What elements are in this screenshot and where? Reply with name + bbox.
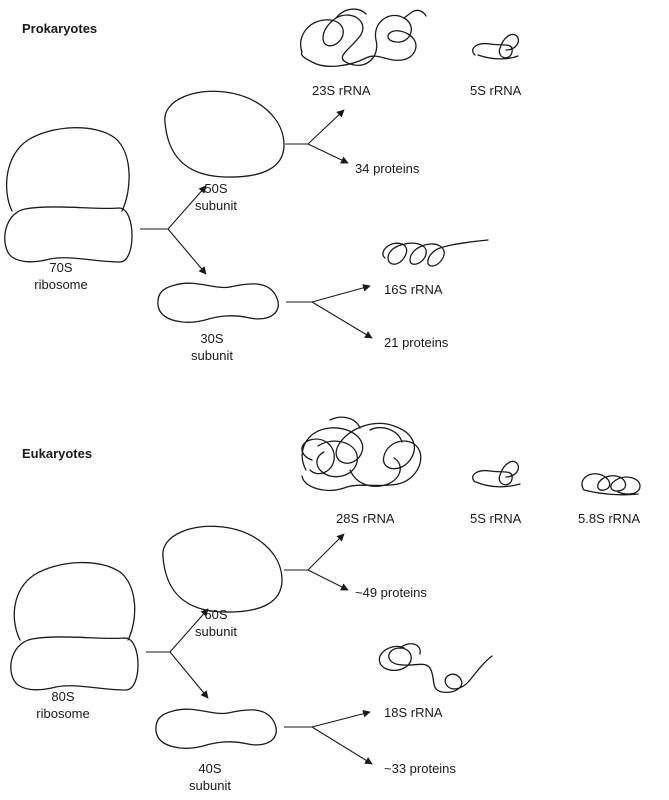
subunit-name: subunit: [189, 778, 231, 793]
proteins-34-label: 34 proteins: [355, 161, 420, 176]
rrna-16s-squiggle: [382, 239, 489, 267]
prokaryotes-heading: Prokaryotes: [22, 21, 98, 36]
rrna-18s-label: 18S rRNA: [384, 705, 443, 720]
ribosome-name: ribosome: [36, 706, 90, 721]
subunit-40s-label: 40S subunit: [180, 760, 240, 794]
subunit-size: 40S: [198, 761, 222, 776]
ribosome-80s-label: 80S ribosome: [28, 688, 98, 722]
rrna-5s-label: 5S rRNA: [470, 83, 522, 98]
rrna-18s-squiggle: [378, 643, 493, 693]
rrna-5-8s-label: 5.8S rRNA: [578, 511, 641, 526]
rrna-5s-label: 5S rRNA: [470, 511, 522, 526]
subunit-size: 30S: [200, 331, 224, 346]
ribosome-name: ribosome: [34, 277, 88, 292]
rrna-16s-label: 16S rRNA: [384, 282, 443, 297]
subunit-size: 50S: [204, 181, 228, 196]
ribosome-size: 80S: [51, 689, 75, 704]
subunit-60s-label: 60S subunit: [186, 606, 246, 640]
subunit-name: subunit: [195, 624, 237, 639]
ribosome-size: 70S: [49, 260, 73, 275]
split-arrows-60s: [284, 533, 349, 591]
split-arrows-40s: [284, 710, 373, 765]
proteins-21-label: 21 proteins: [384, 335, 449, 350]
subunit-50s-shape: [164, 90, 285, 178]
rrna-5s-squiggle: [472, 33, 520, 60]
subunit-30s-label: 30S subunit: [182, 330, 242, 364]
rrna-28s-squiggle: [301, 416, 422, 491]
split-arrows-50s: [285, 109, 349, 164]
subunit-60s-shape: [162, 525, 283, 613]
rrna-23s-label: 23S rRNA: [312, 83, 371, 98]
subunit-name: subunit: [195, 198, 237, 213]
subunit-50s-label: 50S subunit: [186, 180, 246, 214]
eukaryotes-heading: Eukaryotes: [22, 446, 93, 461]
ribosome-70s-label: 70S ribosome: [26, 259, 96, 293]
proteins-49-label: ~49 proteins: [355, 585, 427, 600]
subunit-40s-shape: [155, 708, 277, 749]
prokaryote-section: [4, 8, 520, 339]
rrna-5s-squiggle: [472, 460, 521, 488]
subunit-size: 60S: [204, 607, 228, 622]
ribosome-70s-shape: [4, 127, 133, 263]
rrna-23s-squiggle: [300, 8, 427, 68]
split-arrows-80s: [146, 608, 209, 699]
proteins-33-label: ~33 proteins: [384, 761, 456, 776]
ribosome-80s-shape: [10, 561, 139, 691]
subunit-name: subunit: [191, 348, 233, 363]
eukaryote-section: [10, 416, 641, 765]
rrna-28s-label: 28S rRNA: [336, 511, 395, 526]
split-arrows-70s: [140, 185, 207, 275]
split-arrows-30s: [286, 284, 373, 339]
subunit-30s-shape: [157, 282, 279, 323]
rrna-5-8s-squiggle: [581, 473, 641, 496]
